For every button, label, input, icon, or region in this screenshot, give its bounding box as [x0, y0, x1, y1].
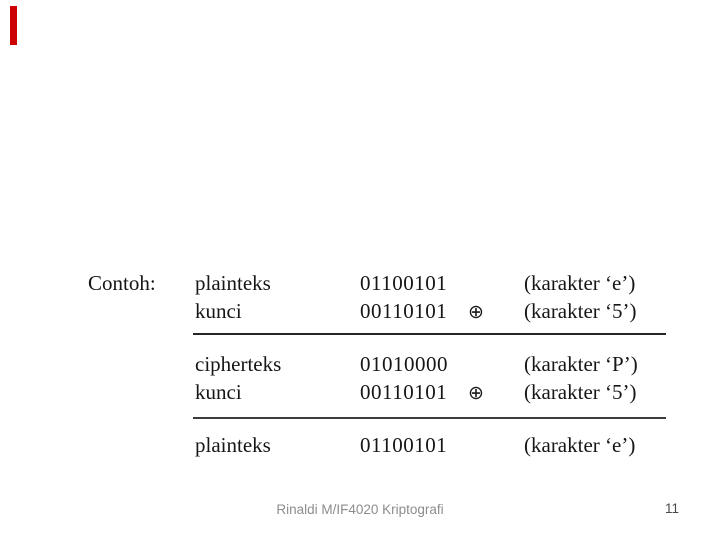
- divider-line: [193, 333, 666, 335]
- table-row: plainteks 01100101 (karakter ‘e’): [0, 271, 720, 297]
- row-label: plainteks: [195, 433, 271, 457]
- xor-operator-icon: ⊕: [468, 302, 484, 323]
- footer-credit: Rinaldi M/IF4020 Kriptografi: [276, 502, 444, 517]
- binary-value: 01010000: [360, 352, 448, 376]
- table-row: kunci 00110101 ⊕ (karakter ‘5’): [0, 299, 720, 325]
- karakter-note: (karakter ‘e’): [524, 433, 636, 457]
- table-row: cipherteks 01010000 (karakter ‘P’): [0, 352, 720, 378]
- page-number: 11: [665, 501, 680, 516]
- row-label: cipherteks: [195, 352, 282, 376]
- red-accent-bar: [10, 6, 17, 45]
- row-label: plainteks: [195, 271, 271, 295]
- xor-operator-icon: ⊕: [468, 383, 484, 404]
- karakter-note: (karakter ‘e’): [524, 271, 636, 295]
- row-label: kunci: [195, 380, 242, 404]
- binary-value: 01100101: [360, 433, 448, 457]
- table-row: kunci 00110101 ⊕ (karakter ‘5’): [0, 380, 720, 406]
- row-label: kunci: [195, 299, 242, 323]
- karakter-note: (karakter ‘5’): [524, 299, 637, 323]
- binary-value: 01100101: [360, 271, 448, 295]
- example-label: Contoh:: [88, 271, 156, 295]
- karakter-note: (karakter ‘5’): [524, 380, 637, 404]
- table-row: plainteks 01100101 (karakter ‘e’): [0, 433, 720, 459]
- divider-line: [193, 417, 666, 419]
- binary-value: 00110101: [360, 299, 448, 323]
- binary-value: 00110101: [360, 380, 448, 404]
- karakter-note: (karakter ‘P’): [524, 352, 638, 376]
